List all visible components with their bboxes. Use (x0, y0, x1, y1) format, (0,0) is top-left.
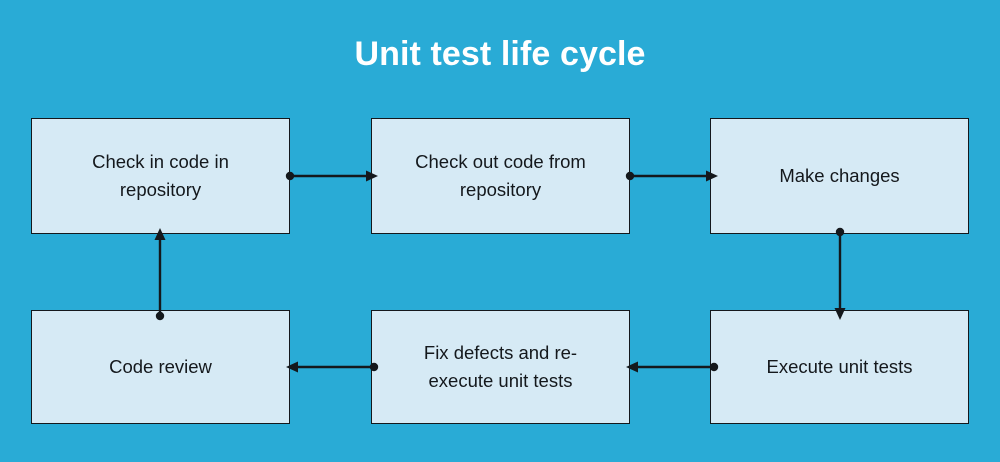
flow-edge-changes-to-execute (824, 227, 856, 320)
flow-node-fix-defects[interactable]: Fix defects and re- execute unit tests (371, 310, 630, 424)
flow-node-label: Check out code from repository (415, 151, 586, 200)
flow-node-make-changes[interactable]: Make changes (710, 118, 969, 234)
flow-edge-checkin-to-checkout (285, 160, 378, 192)
flow-node-label: Fix defects and re- execute unit tests (423, 342, 578, 391)
flow-edge-fix-to-review (286, 351, 379, 383)
flow-node-execute-unit-tests[interactable]: Execute unit tests (710, 310, 969, 424)
flow-node-check-out-code[interactable]: Check out code from repository (371, 118, 630, 234)
flow-edge-checkout-to-changes (625, 160, 718, 192)
flow-node-label: Execute unit tests (766, 356, 913, 377)
flow-node-code-review[interactable]: Code review (31, 310, 290, 424)
flow-node-check-in-code[interactable]: Check in code in repository (31, 118, 290, 234)
flow-edge-review-to-checkin (144, 228, 176, 321)
flow-edge-execute-to-fix (626, 351, 719, 383)
flow-node-label: Check in code in repository (92, 151, 229, 200)
page-title: Unit test life cycle (354, 35, 646, 73)
flow-node-label: Make changes (779, 165, 900, 186)
flow-node-label: Code review (109, 356, 212, 377)
